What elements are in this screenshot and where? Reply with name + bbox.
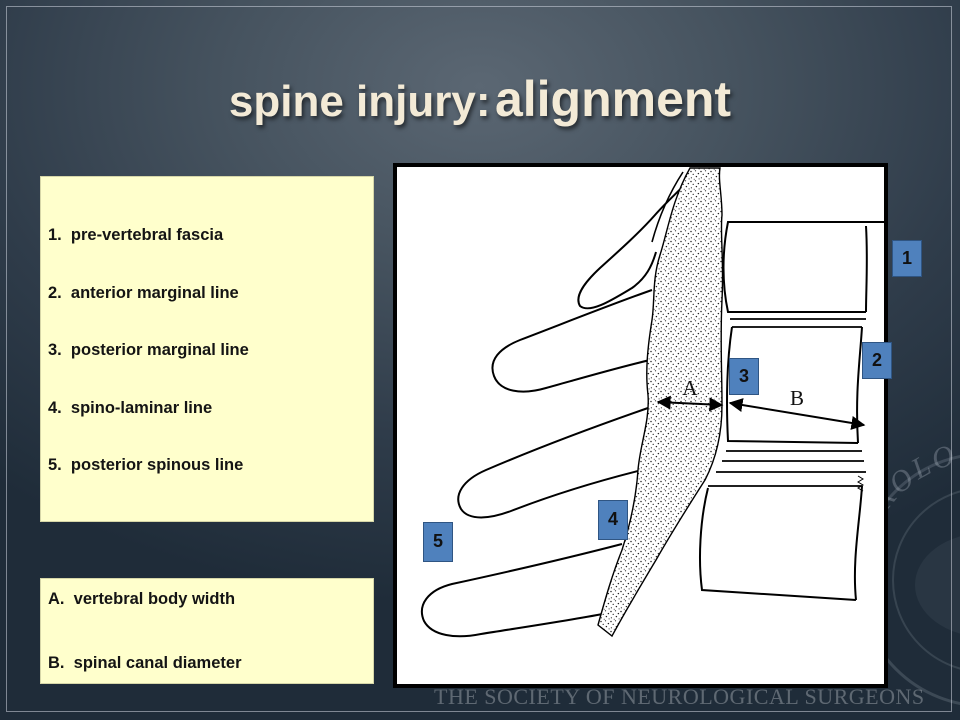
measure-arrow-b: [728, 398, 866, 430]
spine-diagram: A B: [393, 163, 888, 688]
seal-inner-ring: [892, 490, 960, 670]
legend-item-posterior-spinous-line: 5. posterior spinous line: [48, 456, 244, 474]
title-main-text: spine injury:: [228, 77, 491, 126]
slide-title: spine injury: alignment: [0, 66, 960, 132]
measure-arrow-a: [656, 395, 724, 412]
marker-spino-laminar-line: 4: [598, 500, 628, 540]
facet-contour: [651, 171, 684, 243]
legend-item-prevertebral-fascia: 1. pre-vertebral fascia: [48, 226, 224, 244]
disc-hatch: [857, 475, 864, 492]
seal-brain-shape: [915, 536, 960, 634]
legend-item-spinal-canal-diameter: B. spinal canal diameter: [48, 654, 242, 672]
marker-posterior-spinous-line: 5: [423, 522, 453, 562]
spine-drawing: A B: [421, 167, 884, 638]
title-emphasis-text: alignment: [494, 71, 732, 127]
marker-posterior-marginal-line: 3: [729, 358, 759, 395]
legend-item-posterior-marginal-line: 3. posterior marginal line: [48, 341, 249, 359]
vertebral-body-middle: [726, 326, 859, 444]
upper-lamina: [577, 167, 701, 310]
spinous-process-upper: [491, 289, 653, 393]
vertebral-body-upper: [722, 221, 884, 313]
measurements-legend: A. vertebral body width B. spinal canal …: [40, 578, 374, 684]
vertebral-body-lower: [699, 485, 863, 601]
legend-item-anterior-marginal-line: 2. anterior marginal line: [48, 283, 239, 302]
spinous-process-middle: [457, 407, 649, 519]
legend-item-vertebral-body-width: A. vertebral body width: [48, 590, 236, 608]
society-name-watermark: THE SOCIETY OF NEUROLOGICAL SURGEONS: [434, 684, 925, 709]
slide-border: [6, 6, 952, 712]
measure-label-a: A: [682, 376, 698, 400]
alignment-lines-legend: 1. pre-vertebral fascia 2. anterior marg…: [40, 176, 374, 522]
legend-item-spino-laminar-line: 4. spino-laminar line: [48, 398, 213, 417]
marker-anterior-marginal-line: 2: [862, 342, 892, 379]
spinous-process-lower: [421, 543, 623, 638]
marker-prevertebral-fascia: 1: [892, 240, 922, 277]
measure-label-b: B: [790, 386, 804, 410]
